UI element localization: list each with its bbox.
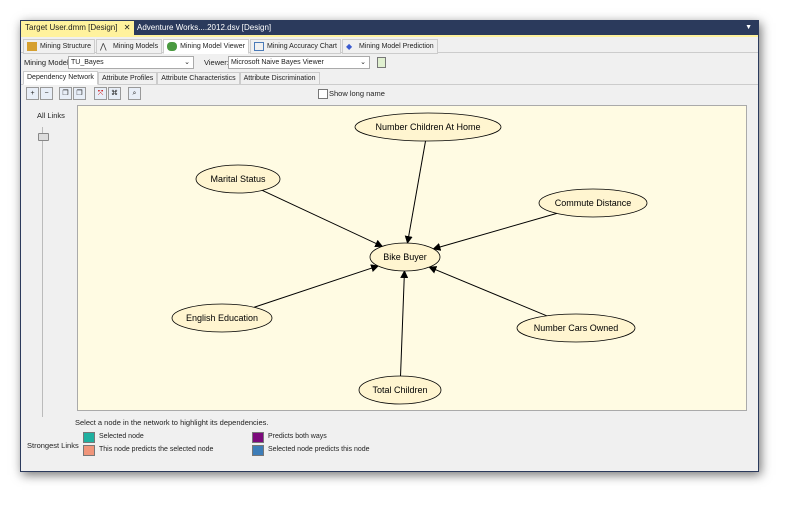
legend-label: Predicts both ways [268, 433, 327, 440]
tab-mining-models[interactable]: ⋀ Mining Models [95, 39, 163, 54]
legend-label: This node predicts the selected node [99, 446, 214, 453]
network-node[interactable] [171, 303, 273, 333]
network-graph: Bike Buyer Number Children At HomeMarital… [171, 112, 648, 405]
network-node[interactable] [538, 188, 648, 218]
show-long-name-checkbox[interactable] [318, 89, 328, 99]
links-slider-track[interactable] [42, 127, 43, 417]
dependency-link [432, 212, 557, 251]
tab-attribute-characteristics[interactable]: Attribute Characteristics [157, 72, 240, 85]
dependency-link [404, 140, 427, 245]
close-icon[interactable]: ✕ [123, 23, 131, 32]
legend-swatch [83, 445, 95, 456]
mining-model-select[interactable]: TU_Bayes ⌄ [68, 56, 194, 69]
zoom-in-icon[interactable]: + [26, 87, 39, 100]
tab-attribute-discrimination[interactable]: Attribute Discrimination [239, 72, 320, 85]
tab-label: Mining Model Prediction [359, 43, 434, 50]
node-label: Number Cars Owned [534, 323, 619, 333]
network-node[interactable] [358, 375, 442, 405]
node-label: Commute Distance [555, 198, 632, 208]
tab-label: Mining Accuracy Chart [266, 43, 337, 50]
legend-hint: Select a node in the network to highligh… [75, 418, 269, 427]
mining-model-label: Mining Model: [24, 58, 71, 67]
legend-swatch [83, 432, 95, 443]
chevron-down-icon: ⌄ [184, 59, 190, 66]
links-slider-thumb[interactable] [38, 133, 49, 141]
network-node[interactable] [516, 313, 636, 343]
diamond-icon: ◆ [346, 42, 353, 51]
doc-tab-target-user[interactable]: Target User.dmm [Design] ✕ [21, 21, 135, 35]
viewer-label: Viewer: [204, 58, 229, 67]
zoom-out-icon[interactable]: − [40, 87, 53, 100]
copy-selection-icon[interactable]: ❐ [73, 87, 86, 100]
doc-tab-adventure-works[interactable]: Adventure Works....2012.dsv [Design] [137, 23, 272, 32]
node-label: Marital Status [210, 174, 266, 184]
viewer-icon [167, 42, 178, 51]
select-value: Microsoft Naive Bayes Viewer [231, 59, 324, 66]
fit-to-window-icon[interactable]: ⤧ [94, 87, 107, 100]
copy-icon[interactable] [377, 57, 386, 68]
tab-label: Mining Model Viewer [180, 43, 245, 50]
select-value: TU_Bayes [71, 59, 104, 66]
dependency-link [400, 269, 409, 377]
divider [21, 35, 758, 37]
tab-mining-structure[interactable]: Mining Structure [23, 39, 95, 54]
node-label: Bike Buyer [383, 252, 427, 262]
viewer-select[interactable]: Microsoft Naive Bayes Viewer ⌄ [228, 56, 370, 69]
tab-mining-model-prediction[interactable]: ◆ Mining Model Prediction [342, 39, 438, 54]
divider [21, 84, 758, 85]
node-label: Total Children [372, 385, 427, 395]
dependency-link [254, 264, 380, 308]
dropdown-icon[interactable]: ▼ [745, 24, 752, 31]
show-long-name-label: Show long name [329, 89, 385, 98]
legend-label: Selected node predicts this node [268, 446, 370, 453]
tab-dependency-network[interactable]: Dependency Network [23, 71, 98, 85]
copy-graph-icon[interactable]: ❐ [59, 87, 72, 100]
tab-attribute-profiles[interactable]: Attribute Profiles [97, 72, 158, 85]
slider-label: All Links [37, 111, 65, 120]
network-node[interactable] [195, 164, 281, 194]
network-node[interactable] [354, 112, 502, 142]
find-node-icon[interactable]: ⌕ [128, 87, 141, 100]
node-label: English Education [186, 313, 258, 323]
center-graph-icon[interactable]: ⌘ [108, 87, 121, 100]
designer-tabs: Mining Structure ⋀ Mining Models Mining M… [21, 38, 758, 54]
tab-mining-accuracy-chart[interactable]: Mining Accuracy Chart [249, 39, 341, 54]
models-icon: ⋀ [99, 42, 107, 51]
dependency-link [428, 266, 547, 317]
legend-label: Selected node [99, 433, 144, 440]
viewer-sub-tabs: Dependency Network Attribute Profiles At… [23, 71, 320, 85]
document-tab-bar: Target User.dmm [Design] ✕ Adventure Wor… [21, 21, 758, 35]
dependency-link [262, 189, 384, 248]
chevron-down-icon: ⌄ [360, 59, 366, 66]
designer-window: Target User.dmm [Design] ✕ Adventure Wor… [20, 20, 759, 472]
legend-swatch [252, 445, 264, 456]
tab-label: Mining Structure [40, 43, 91, 50]
node-label: Number Children At Home [375, 122, 480, 132]
structure-icon [27, 42, 37, 51]
legend-swatch [252, 432, 264, 443]
tab-mining-model-viewer[interactable]: Mining Model Viewer [163, 39, 249, 54]
chart-icon [253, 42, 264, 51]
strongest-links-label: Strongest Links [27, 441, 79, 450]
network-node[interactable] [369, 242, 441, 272]
tab-label: Target User.dmm [Design] [25, 23, 118, 32]
tab-label: Mining Models [112, 43, 159, 50]
